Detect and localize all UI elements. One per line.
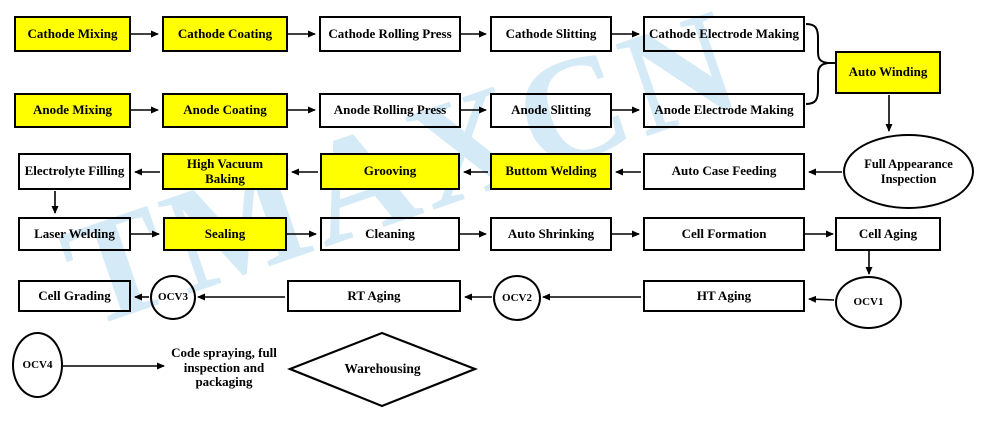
node-auto-winding: Auto Winding [835, 51, 941, 94]
node-anode-slitting: Anode Slitting [490, 93, 612, 128]
node-ocv4: OCV4 [12, 332, 63, 398]
node-auto-shrinking: Auto Shrinking [490, 217, 612, 251]
node-ht-aging: HT Aging [643, 280, 805, 312]
node-cathode-coating: Cathode Coating [162, 16, 288, 52]
node-cathode-rolling-press: Cathode Rolling Press [319, 16, 461, 52]
arrow-ocv1-to-ht-aging [808, 295, 835, 303]
node-buttom-welding: Buttom Welding [490, 153, 612, 190]
node-anode-rolling-press: Anode Rolling Press [319, 93, 461, 128]
node-cell-grading: Cell Grading [18, 280, 131, 312]
node-ocv1: OCV1 [835, 276, 902, 329]
node-code-spraying: Code spraying, full inspection and packa… [171, 344, 277, 390]
node-rt-aging: RT Aging [287, 280, 461, 312]
node-full-appearance-inspection: Full Appearance Inspection [843, 134, 974, 209]
node-laser-welding: Laser Welding [18, 217, 131, 251]
node-electrolyte-filling: Electrolyte Filling [18, 153, 131, 190]
node-anode-mixing: Anode Mixing [14, 93, 131, 128]
node-high-vacuum-baking: High Vacuum Baking [162, 153, 288, 190]
node-cell-formation: Cell Formation [643, 217, 805, 251]
node-auto-case-feeding: Auto Case Feeding [643, 153, 805, 190]
node-cathode-mixing: Cathode Mixing [14, 16, 131, 52]
node-anode-coating: Anode Coating [162, 93, 288, 128]
node-ocv3: OCV3 [150, 275, 196, 320]
node-grooving: Grooving [320, 153, 460, 190]
warehousing-diamond-shape [287, 331, 479, 408]
brace [805, 23, 829, 105]
node-warehousing-label: Warehousing [344, 361, 421, 377]
node-cell-aging: Cell Aging [835, 217, 941, 251]
node-anode-electrode-making: Anode Electrode Making [643, 93, 805, 128]
node-cathode-slitting: Cathode Slitting [490, 16, 612, 52]
node-cathode-electrode-making: Cathode Electrode Making [643, 16, 805, 52]
node-ocv2: OCV2 [493, 275, 541, 321]
node-cleaning: Cleaning [320, 217, 460, 251]
node-sealing: Sealing [163, 217, 287, 251]
